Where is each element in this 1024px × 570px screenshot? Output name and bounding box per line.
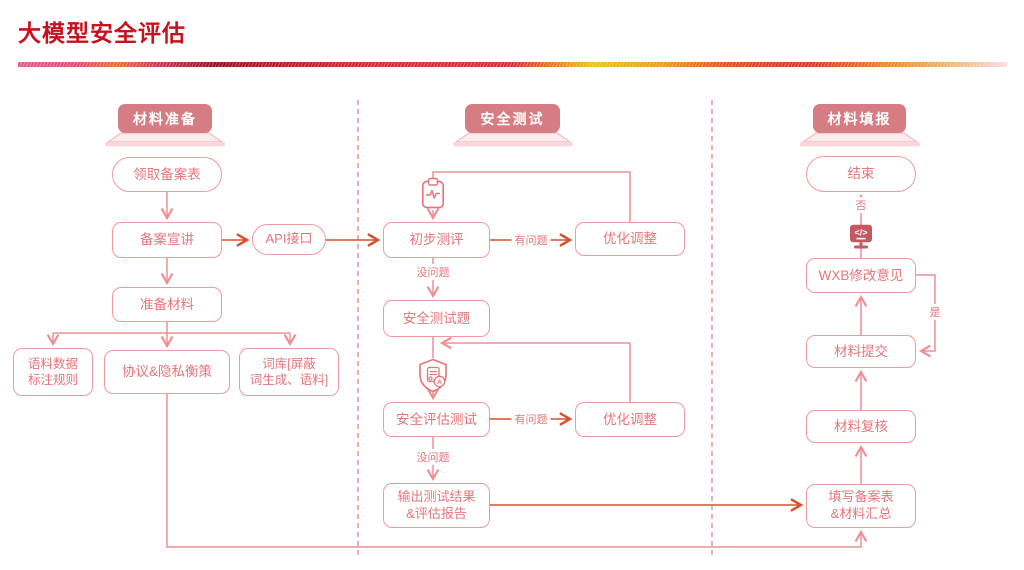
security-assessment-shield-icon: A <box>419 358 447 393</box>
pedestal <box>105 132 225 147</box>
column-header-material-prep: 材料准备 <box>118 104 212 133</box>
node-tune-2: 优化调整 <box>575 402 685 437</box>
node-security-questions: 安全测试题 <box>383 300 490 337</box>
node-prepare-materials: 准备材料 <box>112 287 222 322</box>
node-briefing: 备案宣讲 <box>112 222 222 258</box>
edge-label-has-issue-2: 有问题 <box>511 411 551 427</box>
edge-label-no-issue-1: 没问题 <box>413 264 453 280</box>
edge-label-has-issue-1: 有问题 <box>511 232 551 248</box>
column-header-material-filing: 材料填报 <box>813 104 906 133</box>
shield-badge-letter: A <box>437 379 442 386</box>
pedestal <box>453 132 573 147</box>
node-material-submit: 材料提交 <box>806 335 916 368</box>
node-receive-form: 领取备案表 <box>112 157 222 192</box>
edge-label-no: 否 <box>852 197 870 213</box>
title-accent-bar <box>18 62 1007 67</box>
edge-tune1-loop <box>432 171 631 222</box>
node-fill-form: 填写备案表 &材料汇总 <box>806 484 916 528</box>
node-output-report: 输出测试结果 &评估报告 <box>383 483 490 528</box>
node-tune-1: 优化调整 <box>575 222 685 256</box>
node-end: 结束 <box>806 156 916 192</box>
edge-prepare-branch <box>53 322 290 334</box>
node-material-review: 材料复核 <box>806 410 916 443</box>
edge-label-no-issue-2: 没问题 <box>413 449 453 465</box>
page-title: 大模型安全评估 <box>18 20 186 46</box>
node-security-eval: 安全评估测试 <box>383 402 490 437</box>
node-initial-eval: 初步测评 <box>383 222 490 258</box>
node-wxb-feedback: WXB修改意见 <box>806 258 916 293</box>
edge-privacy-to-fill-form <box>166 394 868 548</box>
pedestal <box>800 132 920 147</box>
code-glyph: </> <box>854 228 867 238</box>
column-header-security-test: 安全测试 <box>465 104 560 133</box>
edge-label-yes: 是 <box>926 304 944 320</box>
code-monitor-icon: </> <box>850 224 872 249</box>
node-api: API接口 <box>252 224 326 255</box>
node-privacy-policy: 协议&隐私衡策 <box>104 350 230 394</box>
edge-tune2-loop <box>439 336 631 402</box>
node-corpus-rules: 语料数据 标注规则 <box>13 348 93 396</box>
test-report-clipboard-icon <box>421 177 445 209</box>
node-lexicon: 词库[屏蔽 词生成、语料] <box>239 348 339 396</box>
